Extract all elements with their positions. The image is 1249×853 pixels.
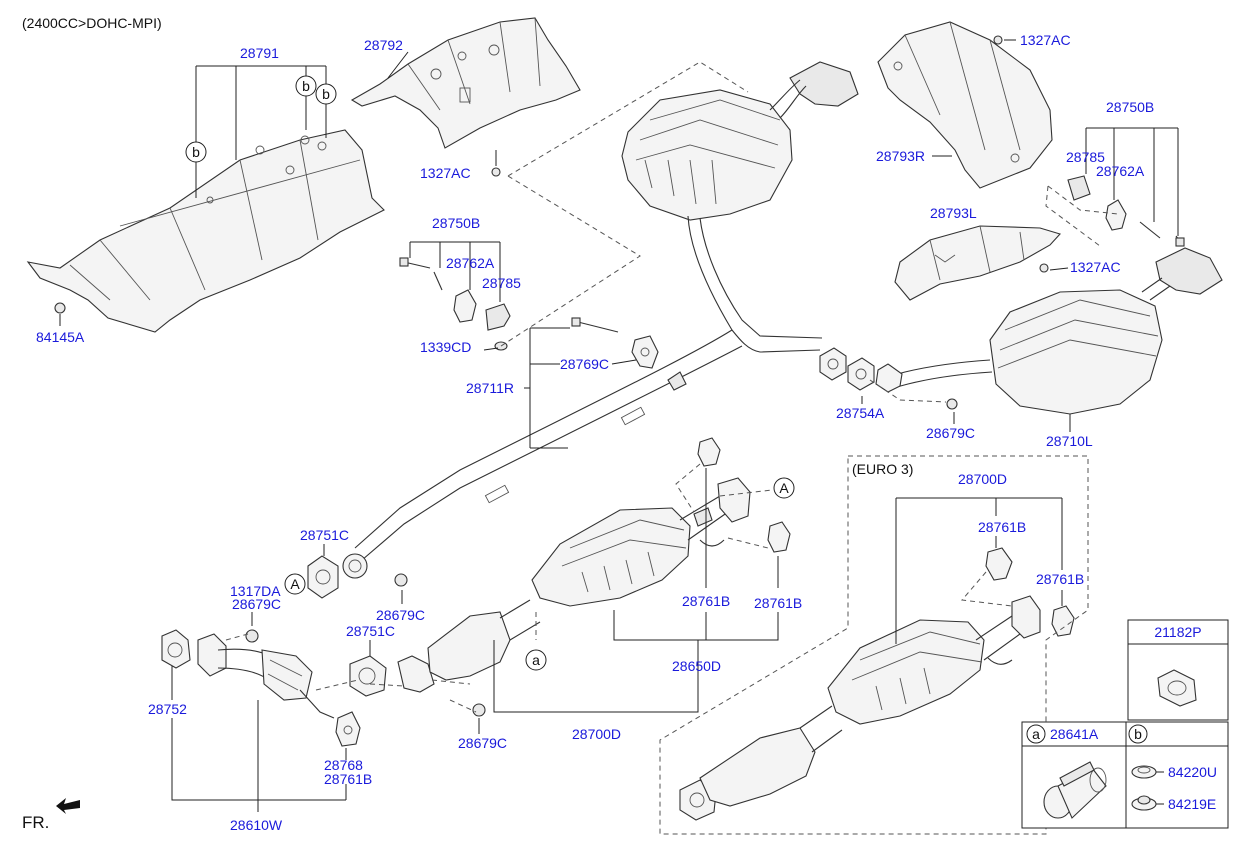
label-1317DA: 1317DA (230, 583, 281, 599)
label-28761B-c: 28761B (754, 595, 802, 611)
label-28761B-a: 28761B (324, 771, 372, 787)
label-28650D: 28650D (672, 658, 721, 674)
rear-muffler (875, 247, 1223, 415)
label-28752: 28752 (148, 701, 187, 717)
label-28792: 28792 (364, 37, 403, 53)
label-28769C: 28769C (560, 356, 609, 372)
label-1339CD: 1339CD (420, 339, 471, 355)
main-exhaust-pipe (342, 215, 823, 579)
label-84219E: 84219E (1168, 796, 1216, 812)
callout-b-2 (315, 83, 337, 105)
label-28610W: 28610W (230, 817, 283, 833)
label-1327AC-c: 1327AC (1070, 259, 1121, 275)
legend-parts-a-b: a 28641A b 84220U 84219E (1021, 721, 1229, 829)
label-28700D-b: 28700D (958, 471, 1007, 487)
label-1327AC-b: 1327AC (1020, 32, 1071, 48)
label-28785-a: 28785 (482, 275, 521, 291)
label-28793R: 28793R (876, 148, 925, 164)
label-28750B-a: 28750B (432, 215, 480, 231)
label-28762A-a: 28762A (446, 255, 495, 271)
label-28751C-a: 28751C (300, 527, 349, 543)
hanger-kit-28750B-left (399, 257, 511, 351)
callout-b-1-text: b (302, 78, 310, 94)
label-28761B-d: 28761B (978, 519, 1026, 535)
label-28679C-c: 28679C (376, 607, 425, 623)
label-28750B-b: 28750B (1106, 99, 1154, 115)
label-28793L: 28793L (930, 205, 977, 221)
label-84220U: 84220U (1168, 764, 1217, 780)
euro3-catalytic (679, 547, 1075, 821)
label-28641A: 28641A (1050, 726, 1099, 742)
nuts (54, 35, 1049, 717)
label-84145A: 84145A (36, 329, 85, 345)
front-pipe-28610W (161, 629, 361, 747)
label-28679C-b: 28679C (232, 596, 281, 612)
callout-circles: b b b A A a (185, 75, 795, 671)
label-28700D-a: 28700D (572, 726, 621, 742)
catalytic-converter-28650D (397, 437, 791, 693)
leader-lines (59, 39, 1179, 812)
heat-shield-28792 (350, 17, 581, 149)
gasket-28751C-lower (349, 655, 387, 697)
callout-A-1 (773, 477, 795, 499)
center-muffler (621, 61, 859, 221)
label-28679C-a: 28679C (926, 425, 975, 441)
callout-b-3-text: b (192, 144, 200, 160)
label-28768: 28768 (324, 757, 363, 773)
label-28751C-b: 28751C (346, 623, 395, 639)
label-28785-b: 28785 (1066, 149, 1105, 165)
callout-b-1 (295, 75, 317, 97)
heat-shield-28791 (26, 129, 385, 333)
heat-shield-28793L (894, 225, 1061, 301)
callout-a-1 (525, 649, 547, 671)
front-direction-indicator: FR. (22, 798, 80, 832)
callout-b-3 (185, 141, 207, 163)
label-28761B-e: 28761B (1036, 571, 1084, 587)
label-21182P: 21182P (1154, 624, 1201, 640)
front-label: FR. (22, 813, 49, 832)
callout-A-1-text: A (779, 480, 789, 496)
legend-callout-a (1026, 724, 1046, 744)
heat-shield-28793R (877, 21, 1053, 189)
callout-A-2-text: A (290, 576, 300, 592)
label-28679C-d: 28679C (458, 735, 507, 751)
label-28761B-b: 28761B (682, 593, 730, 609)
front-arrow-icon (56, 798, 80, 814)
hanger-kit-28750B-right (1067, 175, 1185, 247)
callout-b-2-text: b (322, 86, 330, 102)
label-28791: 28791 (240, 45, 279, 61)
engine-note: (2400CC>DOHC-MPI) (22, 15, 162, 31)
label-1327AC-a: 1327AC (420, 165, 471, 181)
legend-callout-b-text: b (1134, 726, 1142, 742)
gasket-28754A (819, 347, 875, 391)
hanger-28769C (571, 317, 659, 369)
label-28762A-b: 28762A (1096, 163, 1145, 179)
callout-a-1-text: a (532, 652, 540, 668)
label-28754A: 28754A (836, 405, 885, 421)
euro3-note: (EURO 3) (852, 461, 913, 477)
label-28710L: 28710L (1046, 433, 1093, 449)
legend-callout-b (1128, 724, 1148, 744)
gasket-28751C-upper (307, 555, 339, 599)
legend-21182P: 21182P (1127, 619, 1229, 721)
callout-A-2 (284, 573, 306, 595)
legend-callout-a-text: a (1032, 726, 1040, 742)
label-28711R: 28711R (466, 380, 514, 396)
